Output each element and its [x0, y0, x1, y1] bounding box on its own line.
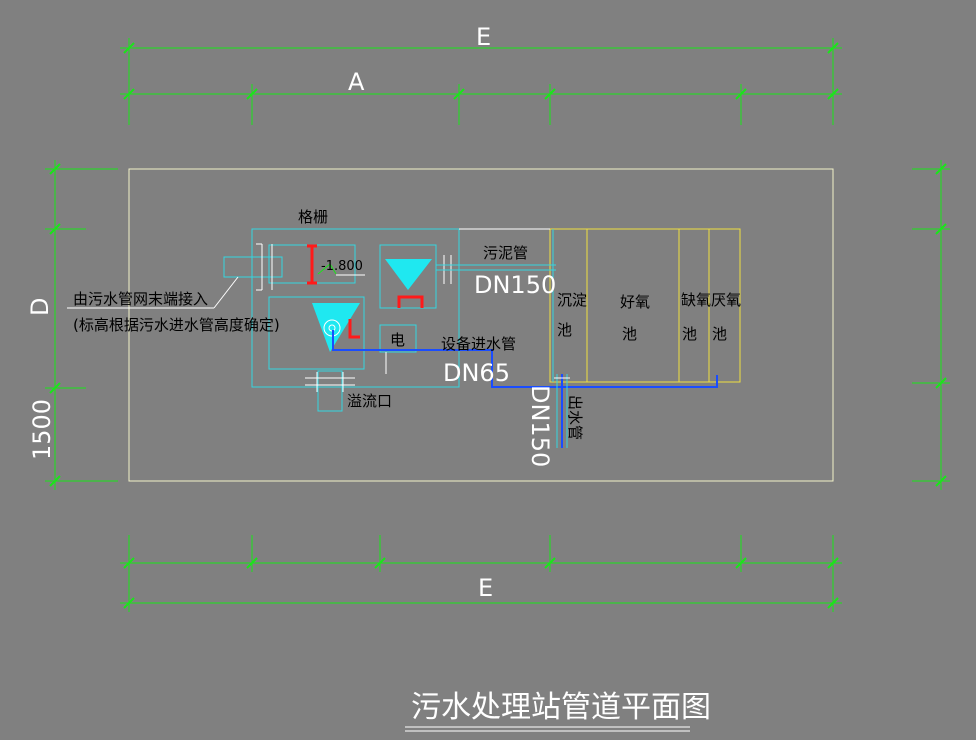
- label-power: 电: [390, 331, 405, 349]
- red-marker-upper: [397, 295, 424, 308]
- water-pipes: [332, 330, 718, 448]
- label-level: -1.800: [321, 259, 363, 274]
- level-arrow: [317, 263, 337, 275]
- site-boundary: [128, 168, 834, 482]
- bottom-dimension-lines: [120, 535, 842, 612]
- tank-aerobic-line1: 好氧: [620, 293, 650, 311]
- dim-top-outer-label: E: [476, 23, 491, 51]
- tank-anoxic-line1: 缺氧: [681, 291, 711, 309]
- label-equip-dn: DN65: [443, 359, 510, 387]
- label-sludge-pipe: 污泥管: [483, 244, 528, 262]
- label-inlet-line2: (标高根据污水进水管高度确定): [73, 316, 280, 334]
- red-marker-lower: [348, 319, 360, 339]
- tank-anaerobic-line1: 厌氧: [711, 291, 741, 309]
- left-dimension-lines: [45, 160, 118, 490]
- label-outlet-dn: DN150: [526, 385, 554, 467]
- label-grille: 格栅: [298, 208, 328, 226]
- pump-well-structure: [67, 228, 556, 412]
- label-outlet: 出水管: [566, 395, 584, 440]
- top-dimension-lines: [120, 38, 842, 125]
- label-overflow: 溢流口: [347, 392, 392, 410]
- dim-left-upper-label: D: [26, 298, 54, 316]
- tank-settling-line1: 沉淀: [557, 291, 587, 309]
- pump-triangle-upper: [385, 259, 432, 290]
- tank-anoxic-line2: 池: [682, 325, 697, 343]
- right-dimension-lines: [912, 160, 950, 490]
- drawing-title: 污水处理站管道平面图: [411, 690, 711, 725]
- dim-bottom-label: E: [478, 574, 493, 602]
- tank-anaerobic-line2: 池: [712, 325, 727, 343]
- label-equip-inlet: 设备进水管: [441, 335, 516, 353]
- label-sludge-dn: DN150: [474, 271, 556, 299]
- tank-group: [549, 228, 741, 383]
- dim-top-inner-label: A: [348, 68, 365, 96]
- label-inlet-line1: 由污水管网末端接入: [73, 290, 208, 308]
- tank-settling-line2: 池: [557, 321, 572, 339]
- pump-triangle-lower: [312, 303, 360, 352]
- tank-aerobic-line2: 池: [622, 325, 637, 343]
- dim-left-lower-label: 1500: [28, 399, 56, 460]
